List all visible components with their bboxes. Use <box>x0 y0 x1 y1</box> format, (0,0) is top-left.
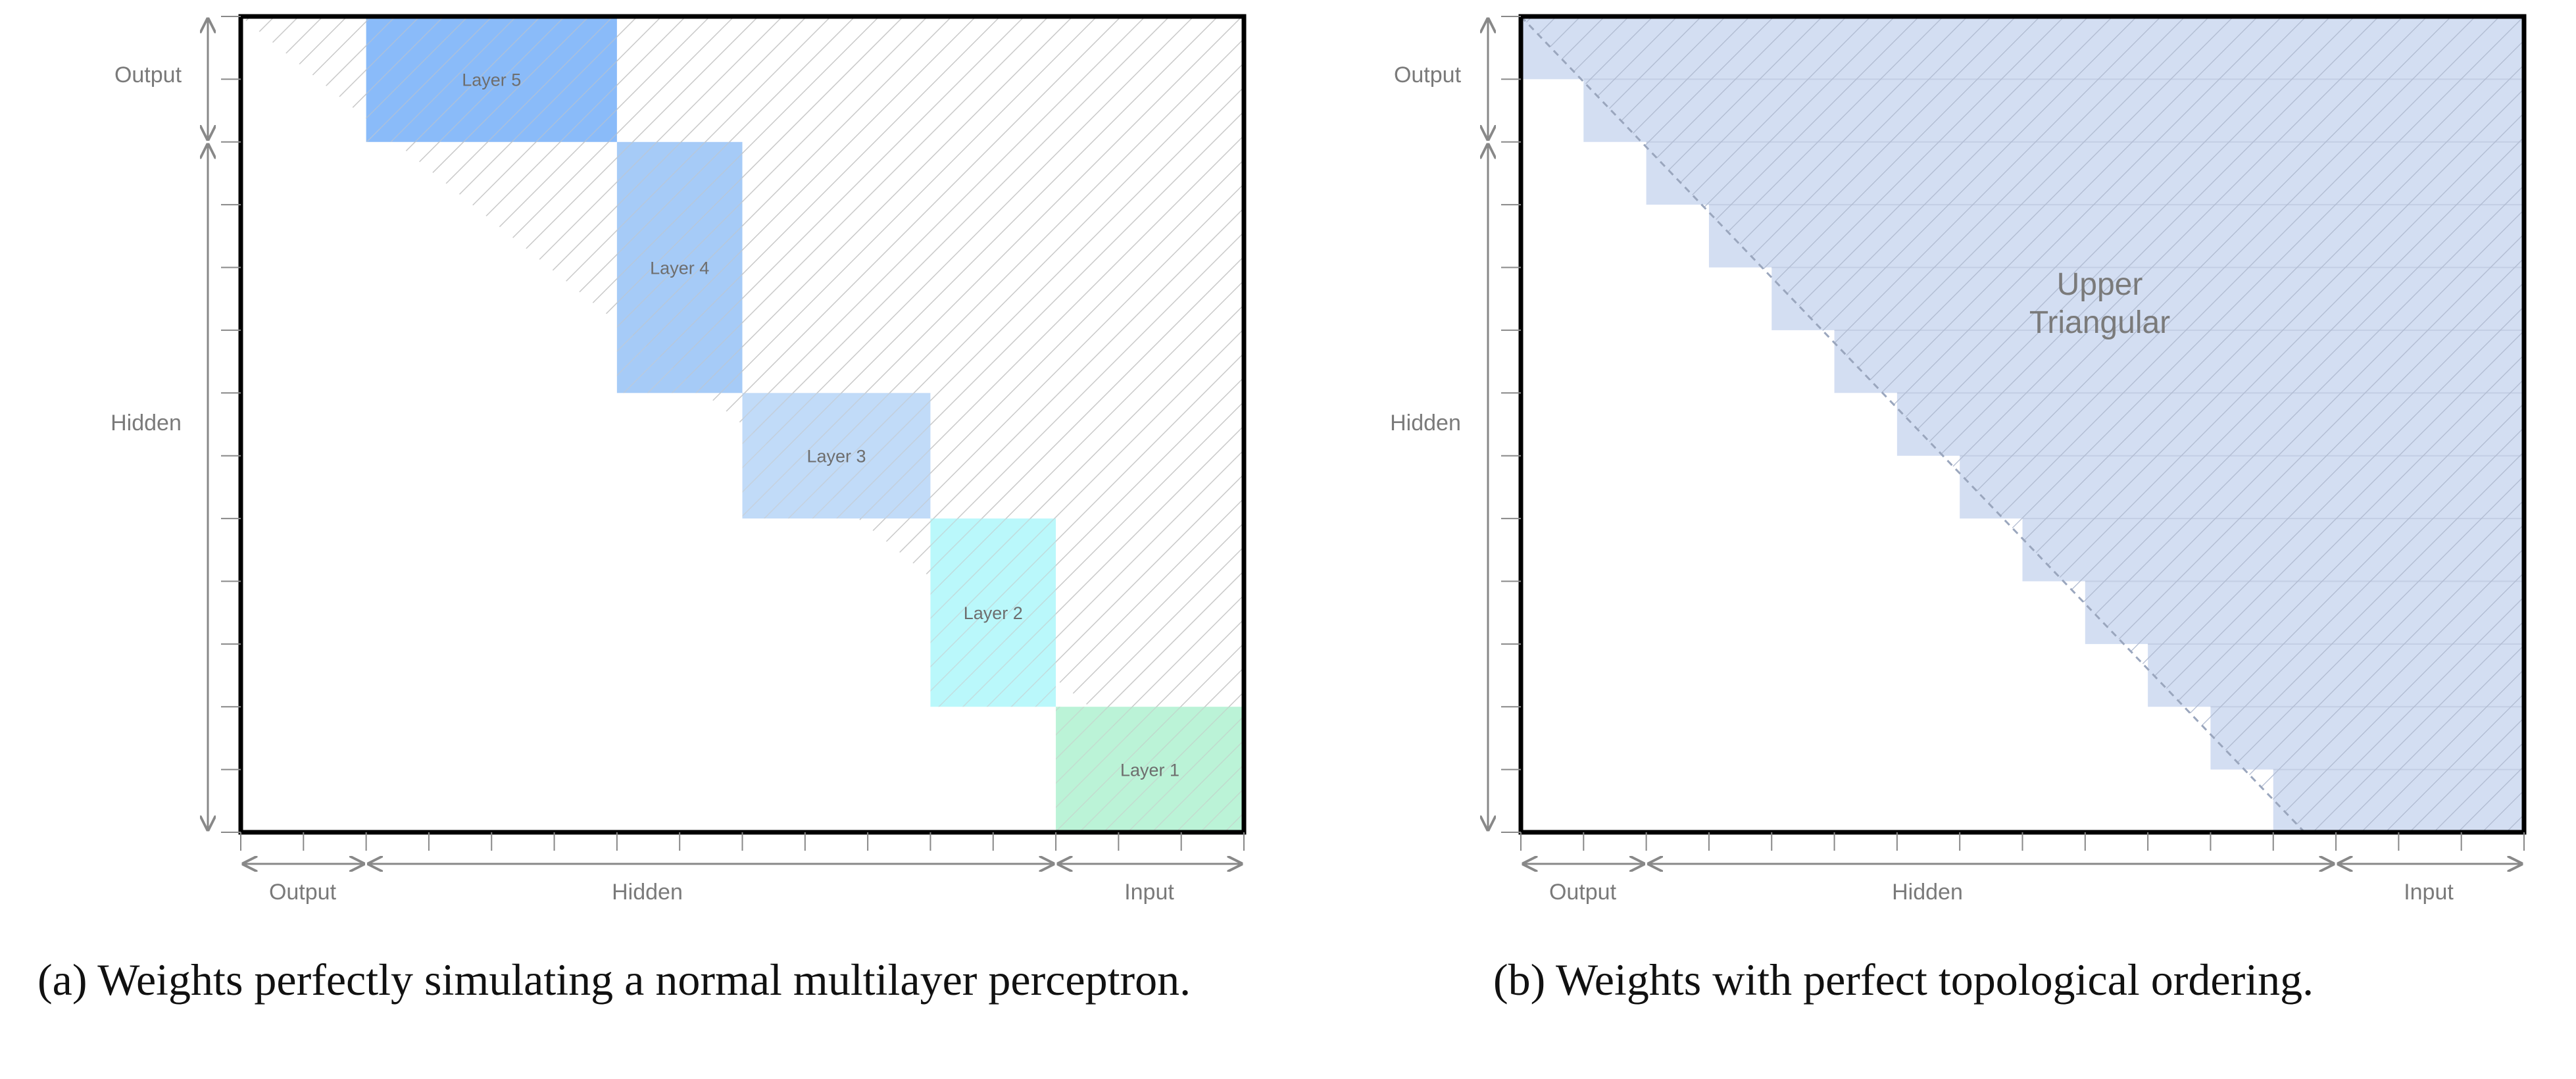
layer-label-layer4: Layer 4 <box>650 259 709 278</box>
layer-label-layer2: Layer 2 <box>964 603 1023 623</box>
panel-b-col-label-hidden: Hidden <box>1892 880 1963 905</box>
panel-b-col-label-output: Output <box>1549 880 1617 905</box>
panel-a-col-label-input: Input <box>1124 880 1174 905</box>
panel-b-region-label-line1: Upper <box>2057 267 2143 302</box>
panel-a-col-label-hidden: Hidden <box>612 880 683 905</box>
panel-b-col-label-input: Input <box>2404 880 2454 905</box>
panel-b-caption: (b) Weights with perfect topological ord… <box>1493 955 2314 1005</box>
layer-block-hatch-layer1 <box>1056 707 1244 832</box>
panel-a-col-label-output: Output <box>269 880 337 905</box>
panel-a-layer-blocks: Layer 5 Layer 4 Layer 3 Layer 2 Layer 1 <box>366 16 1244 832</box>
layer-block-hatch-layer5 <box>366 16 617 142</box>
panel-a-row-axis <box>208 16 241 833</box>
panel-b-row-label-output: Output <box>1394 63 1462 88</box>
layer-label-layer1: Layer 1 <box>1120 761 1179 780</box>
panel-b-region-label-line2: Triangular <box>2029 305 2170 340</box>
panel-b-row-label-hidden: Hidden <box>1390 411 1461 436</box>
layer-block-hatch-layer4 <box>616 141 743 393</box>
panel-a-caption: (a) Weights perfectly simulating a norma… <box>37 955 1191 1005</box>
panel-b-row-axis <box>1488 16 1521 833</box>
layer-block-hatch-layer2 <box>930 518 1056 707</box>
layer-block-hatch-layer3 <box>742 393 931 519</box>
panel-b-column-axis <box>1520 832 2525 864</box>
panel-b: Upper Triangular Output Hidden Output Hi… <box>1390 14 2527 1005</box>
panel-a-column-axis <box>240 832 1245 864</box>
layer-label-layer3: Layer 3 <box>806 447 866 466</box>
panel-a-row-label-hidden: Hidden <box>111 411 182 436</box>
panel-a-row-label-output: Output <box>114 63 182 88</box>
layer-label-layer5: Layer 5 <box>462 70 521 89</box>
panel-a: Layer 5 Layer 4 Layer 3 Layer 2 Layer 1 Outp… <box>37 14 1247 1005</box>
panel-b-upper-triangle-hatch <box>1521 16 2524 832</box>
